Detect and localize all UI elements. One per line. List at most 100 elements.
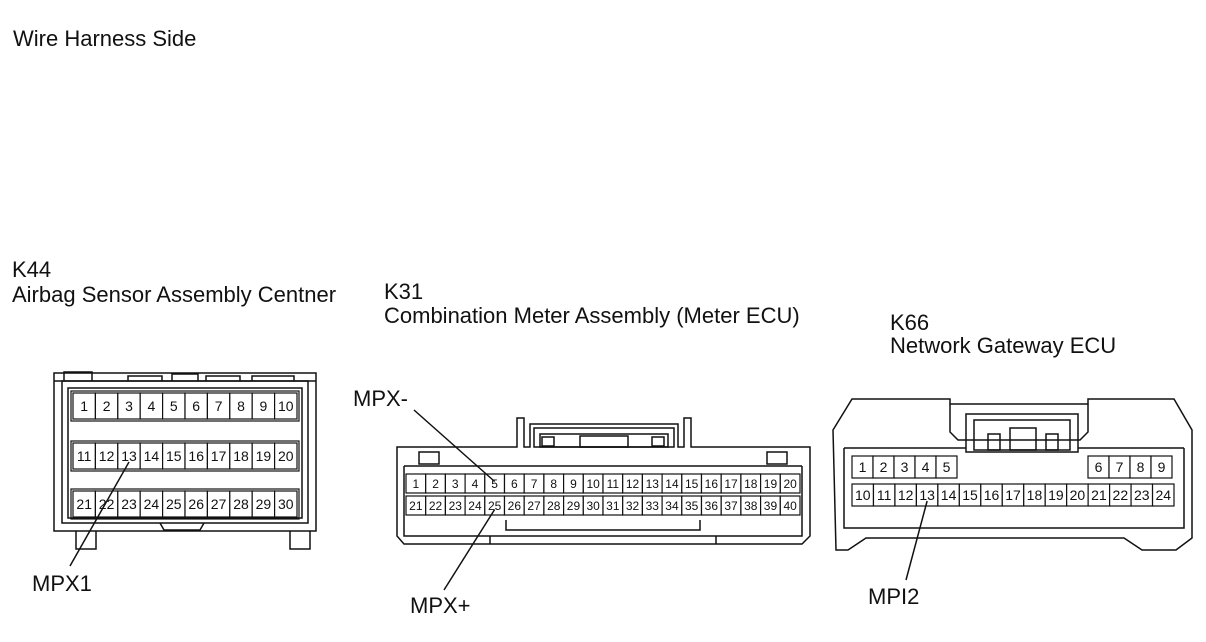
- pin-label: 14: [941, 487, 957, 503]
- pin-cell: [779, 473, 801, 494]
- pin-label: 20: [783, 477, 797, 491]
- k44-housing: [53, 371, 317, 550]
- pin-label: 4: [472, 477, 479, 491]
- pin-cell: [274, 442, 298, 470]
- pin-label: 5: [170, 398, 178, 414]
- pin-label: 13: [919, 487, 935, 503]
- pin-label: 8: [1137, 459, 1145, 475]
- pin-cell: [274, 392, 298, 420]
- pin-label: 3: [901, 459, 909, 475]
- pin-label: 15: [166, 448, 182, 464]
- pin-cell: [274, 490, 298, 518]
- pin-label: 9: [570, 477, 577, 491]
- pin-label: 16: [705, 477, 719, 491]
- callout-leader-mpi2: [905, 500, 928, 581]
- pin-label: 4: [148, 398, 156, 414]
- pin-label: 21: [409, 499, 423, 513]
- pin-label: 23: [121, 496, 137, 512]
- pin-label: 39: [764, 499, 778, 513]
- k31-housing: [396, 417, 811, 545]
- pin-cell: [935, 455, 958, 479]
- callout-label-mpi2: MPI2: [868, 584, 920, 609]
- pin-label: 2: [432, 477, 439, 491]
- pin-label: 11: [877, 487, 892, 503]
- pin-label: 5: [943, 459, 951, 475]
- pin-label: 30: [278, 496, 294, 512]
- pin-label: 34: [665, 499, 679, 513]
- pin-label: 19: [1048, 487, 1064, 503]
- pin-label: 21: [76, 496, 92, 512]
- pin-label: 17: [724, 477, 738, 491]
- pin-label: 11: [77, 448, 92, 464]
- pin-label: 1: [859, 459, 867, 475]
- callout-label-mpx-plus: MPX+: [410, 593, 471, 618]
- pin-label: 29: [256, 496, 272, 512]
- k66-housing: [832, 398, 1193, 551]
- pin-label: 18: [744, 477, 758, 491]
- page-title: Wire Harness Side: [13, 26, 197, 51]
- pin-label: 15: [962, 487, 978, 503]
- callout-label-mpx1: MPX1: [32, 571, 92, 596]
- pin-label: 28: [547, 499, 561, 513]
- callout-leader-mpx1: [69, 461, 130, 567]
- pin-label: 22: [429, 499, 443, 513]
- pin-label: 9: [1158, 459, 1166, 475]
- pin-cell: [1150, 455, 1173, 479]
- pin-label: 7: [215, 398, 223, 414]
- pin-label: 1: [80, 398, 88, 414]
- pin-label: 7: [531, 477, 538, 491]
- pin-label: 6: [511, 477, 518, 491]
- pin-label: 18: [1027, 487, 1043, 503]
- pin-label: 24: [144, 496, 160, 512]
- pin-label: 38: [744, 499, 758, 513]
- pin-label: 20: [278, 448, 294, 464]
- pin-label: 12: [626, 477, 640, 491]
- pin-label: 32: [626, 499, 640, 513]
- k66-code: K66: [890, 310, 930, 335]
- pin-label: 36: [705, 499, 719, 513]
- pin-label: 10: [855, 487, 871, 503]
- pin-label: 23: [1134, 487, 1150, 503]
- pin-row-frame: [70, 488, 300, 520]
- pin-label: 5: [491, 477, 498, 491]
- pin-label: 25: [488, 499, 502, 513]
- callout-leader-mpx-plus: [443, 509, 496, 591]
- pin-label: 40: [783, 499, 797, 513]
- pin-label: 3: [452, 477, 459, 491]
- pin-label: 33: [646, 499, 660, 513]
- pin-label: 10: [278, 398, 294, 414]
- pin-label: 28: [233, 496, 249, 512]
- pin-label: 6: [192, 398, 200, 414]
- pin-label: 4: [922, 459, 930, 475]
- pin-label: 23: [449, 499, 463, 513]
- pin-label: 29: [567, 499, 581, 513]
- pin-cell: [1151, 483, 1175, 507]
- pin-label: 14: [144, 448, 160, 464]
- k31-code: K31: [384, 279, 424, 304]
- pin-label: 11: [607, 477, 620, 491]
- pin-label: 26: [508, 499, 522, 513]
- pin-label: 13: [121, 448, 137, 464]
- pin-label: 8: [237, 398, 245, 414]
- pin-label: 22: [1113, 487, 1129, 503]
- pin-label: 27: [211, 496, 227, 512]
- pin-label: 1: [413, 477, 420, 491]
- pin-label: 7: [1116, 459, 1124, 475]
- pin-label: 12: [898, 487, 914, 503]
- pin-label: 24: [468, 499, 482, 513]
- pin-label: 35: [685, 499, 699, 513]
- pin-label: 17: [1005, 487, 1021, 503]
- k44-name: Airbag Sensor Assembly Centner: [12, 282, 337, 307]
- pin-label: 17: [211, 448, 227, 464]
- pin-label: 12: [99, 448, 115, 464]
- pin-label: 16: [188, 448, 204, 464]
- pin-label: 19: [764, 477, 778, 491]
- callout-label-mpx-minus: MPX-: [353, 386, 408, 411]
- pin-label: 14: [665, 477, 679, 491]
- pin-label: 37: [724, 499, 738, 513]
- pin-label: 19: [256, 448, 272, 464]
- pin-label: 31: [606, 499, 620, 513]
- pin-row-frame: [70, 440, 300, 472]
- k66-name: Network Gateway ECU: [890, 333, 1117, 358]
